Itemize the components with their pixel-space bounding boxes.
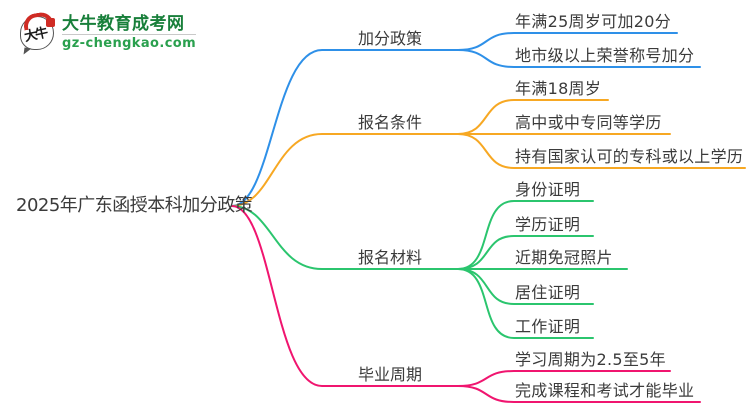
leaf-node-residence-proof[interactable]: 居住证明 <box>515 283 581 302</box>
logo-bull-bubble-icon: 大牛 <box>20 10 55 55</box>
branch-4-lines <box>231 205 701 403</box>
leaf-node-work-proof[interactable]: 工作证明 <box>515 317 581 336</box>
logo-title: 大牛教育成考网 <box>62 14 185 34</box>
branch-node-graduation-cycle[interactable]: 毕业周期 <box>358 365 423 384</box>
leaf-node-recent-photo[interactable]: 近期免冠照片 <box>515 248 613 267</box>
logo-red-seal-icon <box>46 17 55 27</box>
root-node[interactable]: 2025年广东函授本科加分政策 <box>16 195 253 216</box>
branch-1-trunk-line <box>231 49 459 207</box>
site-logo[interactable]: 大牛 大牛教育成考网 gz-chengkao.com <box>20 10 197 55</box>
branch-1-child-1-line <box>457 32 678 51</box>
branch-4-trunk-line <box>231 205 459 387</box>
branch-2-child-1-line <box>457 99 609 135</box>
branch-4-child-2-line <box>457 385 701 403</box>
branch-1-child-2-line <box>457 49 701 68</box>
logo-domain: gz-chengkao.com <box>62 34 197 51</box>
leaf-node-highschool-equivalent[interactable]: 高中或中专同等学历 <box>515 113 662 132</box>
branch-2-lines <box>231 99 746 207</box>
leaf-node-education-proof[interactable]: 学历证明 <box>515 215 581 234</box>
branch-node-registration-conditions[interactable]: 报名条件 <box>358 113 423 132</box>
leaf-node-age-18[interactable]: 年满18周岁 <box>515 79 602 98</box>
branch-2-child-3-line <box>457 133 746 169</box>
branch-3-child-2-line <box>457 235 594 270</box>
logo-mark-text: 大牛 <box>23 25 48 45</box>
branch-2-trunk-line <box>231 133 459 207</box>
branch-1-lines <box>231 32 701 207</box>
branch-node-registration-materials[interactable]: 报名材料 <box>358 248 423 267</box>
branch-3-lines <box>231 200 628 339</box>
branch-3-child-1-line <box>457 200 594 270</box>
leaf-node-identity-proof[interactable]: 身份证明 <box>515 180 581 199</box>
leaf-node-recognized-diploma[interactable]: 持有国家认可的专科或以上学历 <box>515 147 744 166</box>
branch-3-trunk-line <box>231 205 459 270</box>
leaf-node-age-25-bonus[interactable]: 年满25周岁可加20分 <box>515 12 672 31</box>
branch-3-child-5-line <box>457 268 594 339</box>
logo-bubble-tail <box>23 47 32 55</box>
branch-node-bonus-policy[interactable]: 加分政策 <box>358 29 423 48</box>
branch-4-child-1-line <box>457 370 671 387</box>
leaf-node-complete-courses[interactable]: 完成课程和考试才能毕业 <box>515 381 695 400</box>
leaf-node-honor-title-bonus[interactable]: 地市级以上荣誉称号加分 <box>515 46 695 65</box>
leaf-node-study-period[interactable]: 学习周期为2.5至5年 <box>515 350 666 369</box>
logo-text-block: 大牛教育成考网 gz-chengkao.com <box>62 14 197 51</box>
